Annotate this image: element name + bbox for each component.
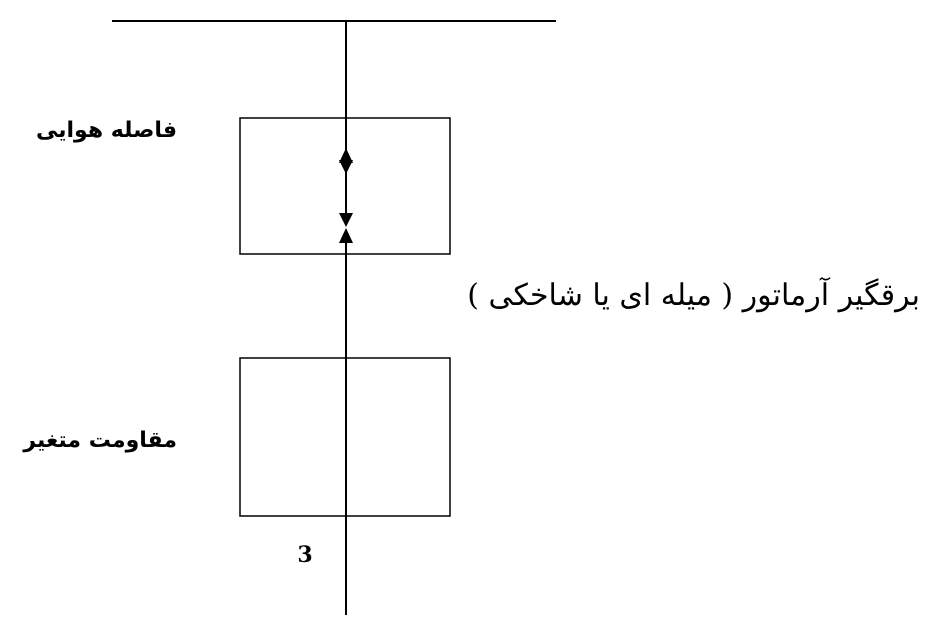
figure-number-label: 3 [297,542,313,568]
arrow-down-icon [339,160,353,174]
arrow-up-icon [339,228,353,243]
arrester-label: برقگیر آرماتور ( میله ای یا شاخکی ) [467,278,920,313]
air-gap-label: فاصله هوایی [35,118,177,143]
arrow-up-icon [339,148,353,163]
variable-resistor-label: مقاومت متغیر [23,428,177,453]
arrow-down-icon [339,213,353,227]
